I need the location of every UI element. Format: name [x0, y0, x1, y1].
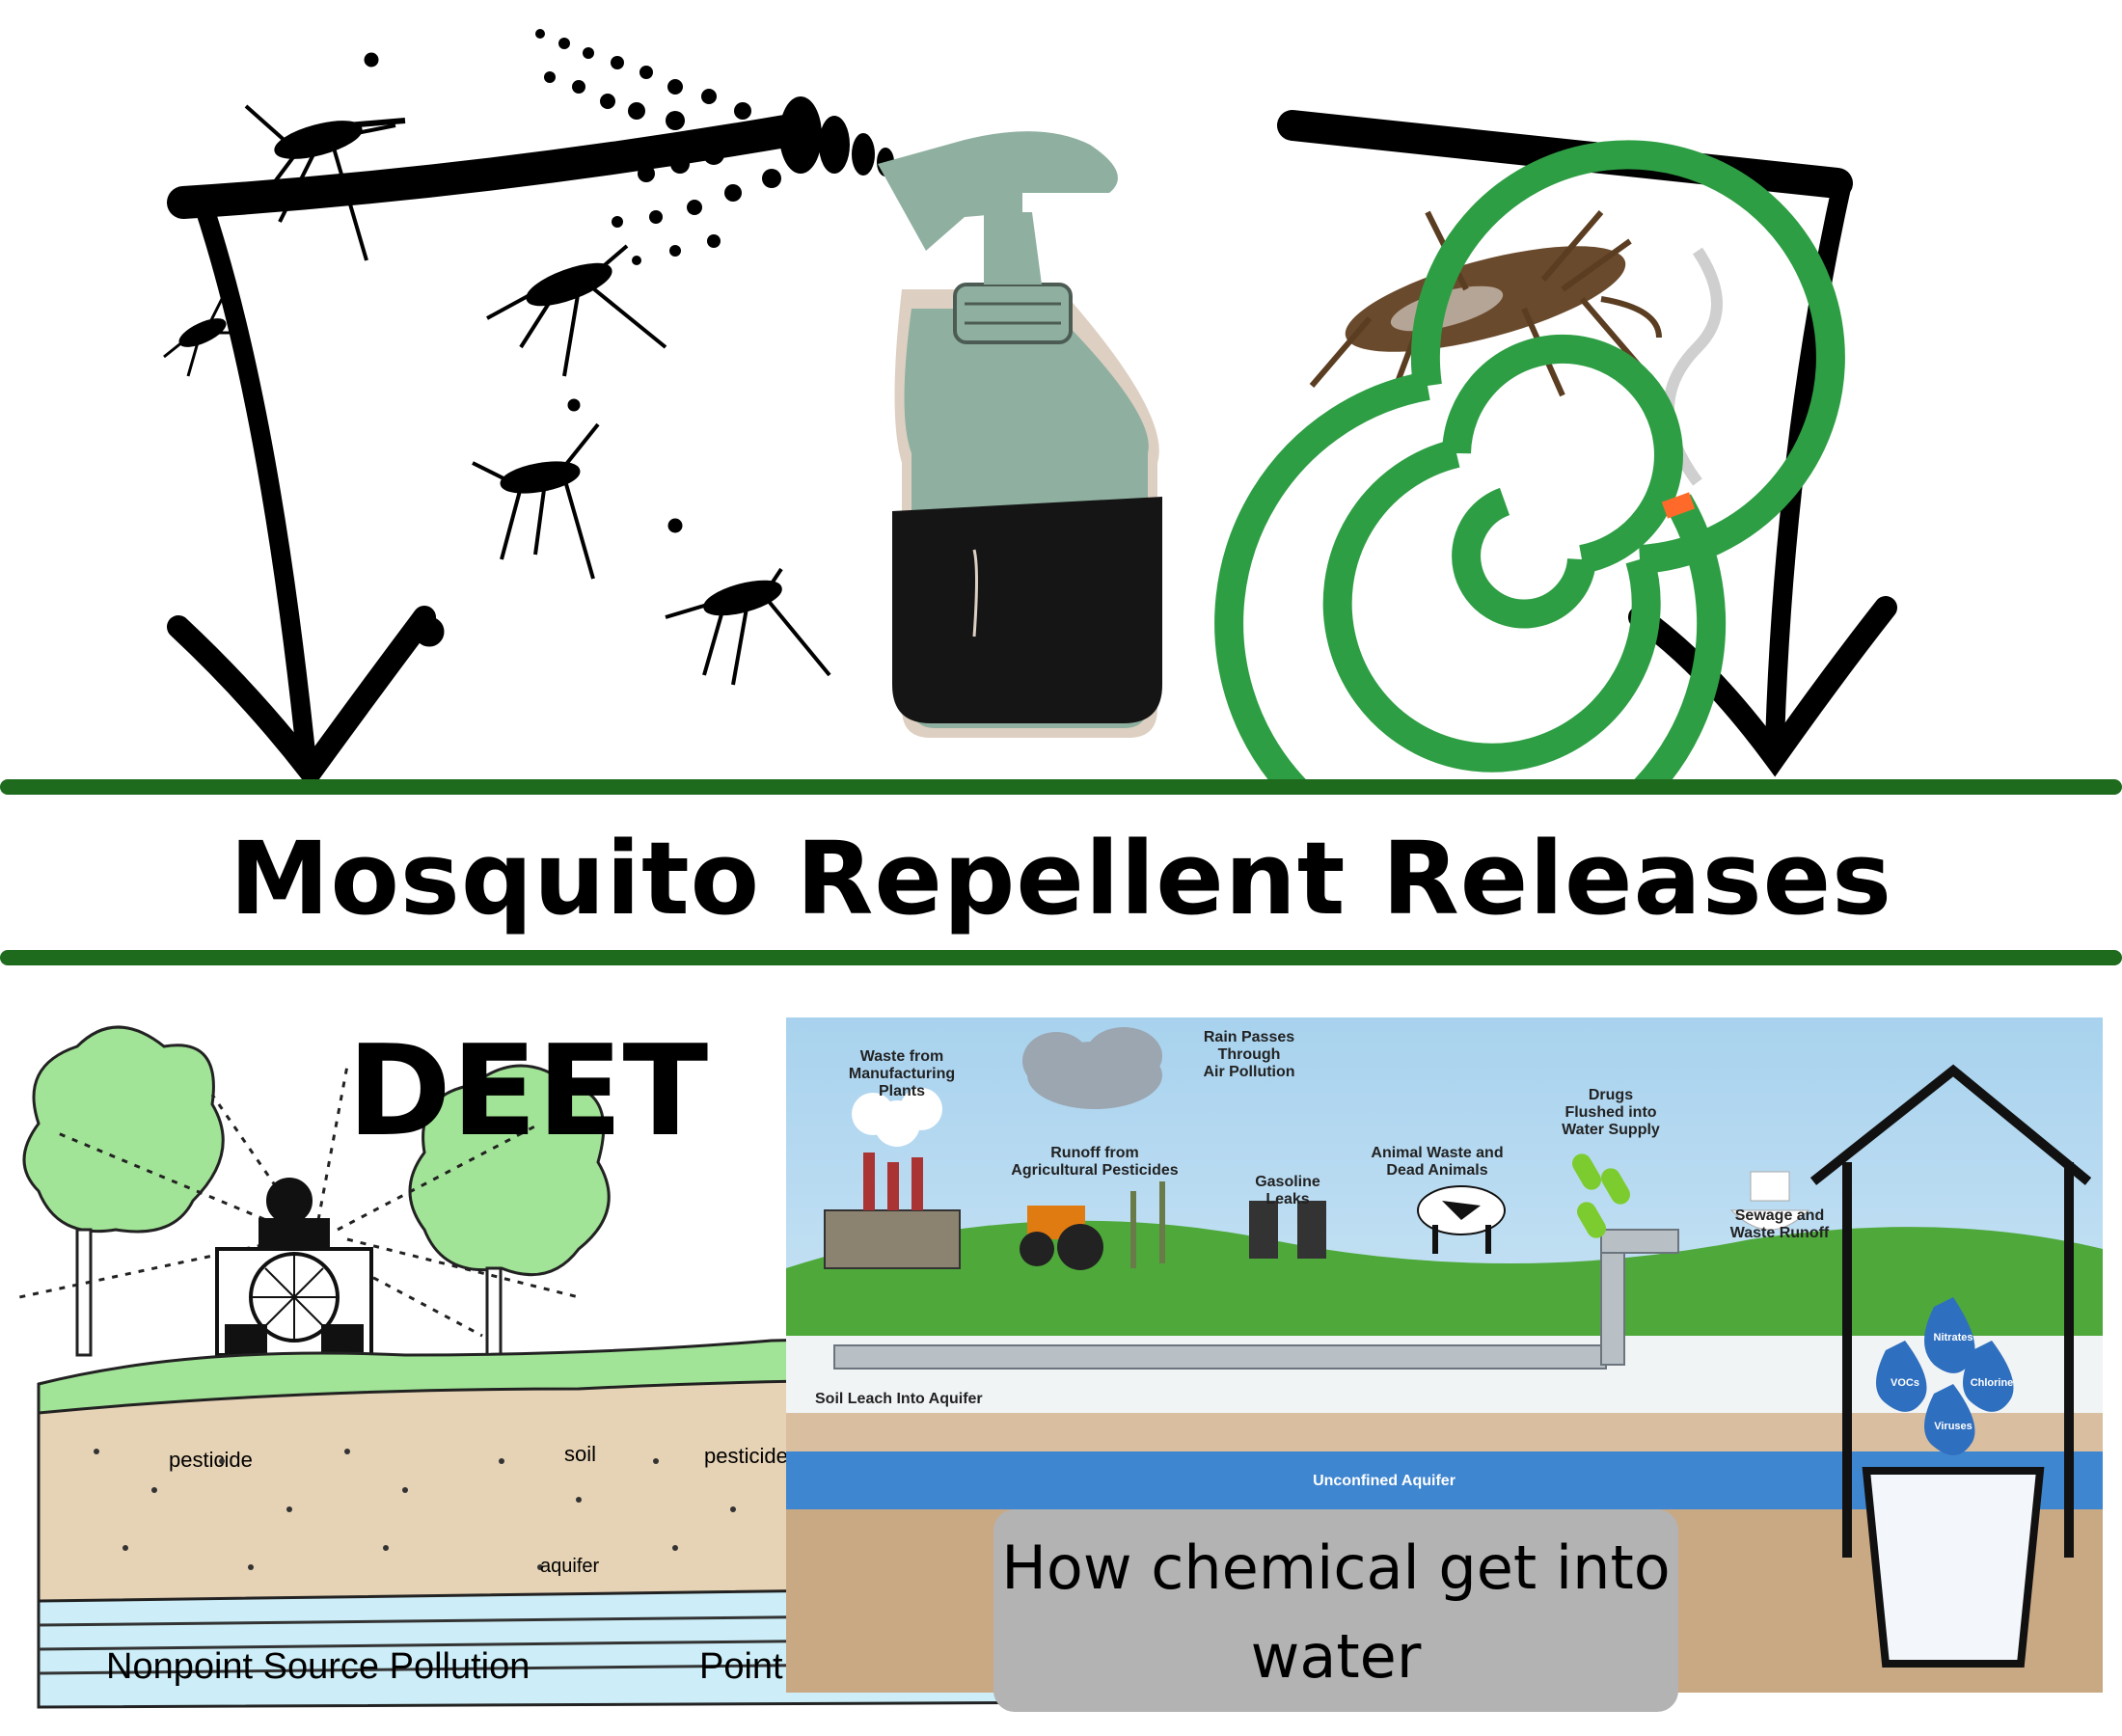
spray-mist-icon — [535, 29, 894, 265]
top-divider — [0, 779, 2122, 795]
mosquito-icon — [472, 422, 600, 580]
mosquito-icon — [665, 567, 831, 686]
left-down-arrow-icon — [167, 114, 807, 781]
pesticide-left-label: pesticide — [169, 1448, 253, 1472]
page-title: Mosquito Repellent Releases — [229, 820, 1893, 937]
viruses-label: Viruses — [1934, 1421, 1972, 1432]
pipe — [833, 1344, 1607, 1370]
tree-icon — [408, 1064, 611, 1367]
hills — [786, 1220, 2103, 1345]
aquifer-label: aquifer — [540, 1556, 599, 1577]
deet-label: DEET — [347, 1017, 709, 1164]
caption-box — [993, 1509, 1678, 1712]
tractor-icon — [1020, 1206, 1103, 1270]
soil-leach-label: Soil Leach Into Aquifer — [815, 1391, 983, 1407]
caption-text: How chemical get into water — [1001, 1533, 1671, 1692]
soil-specks — [94, 1449, 736, 1570]
factory-icon — [824, 1088, 961, 1269]
nitrates-label: Nitrates — [1934, 1332, 1973, 1343]
house-icon — [1809, 1064, 2092, 1558]
unconfined-aquifer-label: Unconfined Aquifer — [1313, 1473, 1455, 1489]
spray-bottle-icon — [878, 131, 1162, 738]
mosquito-coil-icon — [1214, 140, 1845, 781]
nonpoint-label: Nonpoint Source Pollution — [106, 1646, 530, 1687]
chlorine-label: Chlorine — [1971, 1377, 2014, 1389]
top-illustration — [163, 29, 1897, 781]
mosquito-icon — [486, 244, 667, 377]
toilet-icon — [1729, 1171, 1810, 1231]
glass-icon — [1862, 1467, 2045, 1668]
soil-band — [786, 1413, 2103, 1451]
tree-icon — [22, 1025, 225, 1357]
water-drop-icon — [1876, 1297, 2014, 1455]
pill-icon — [1572, 1153, 1630, 1238]
crop-icon — [1130, 1181, 1165, 1268]
gas-pump-icon — [1249, 1201, 1326, 1259]
cow-icon — [1417, 1185, 1506, 1254]
mosquito-icon — [364, 52, 683, 647]
soil-label: soil — [564, 1442, 596, 1466]
bottom-divider — [0, 950, 2122, 965]
mosquito-icon — [244, 104, 406, 261]
vocs-label: VOCs — [1891, 1377, 1919, 1389]
pesticide-right-label: pesticide — [704, 1444, 788, 1468]
cloud-icon — [1022, 1027, 1162, 1109]
coil-ember-icon — [1661, 492, 1696, 519]
mosquito-icon — [163, 298, 241, 377]
